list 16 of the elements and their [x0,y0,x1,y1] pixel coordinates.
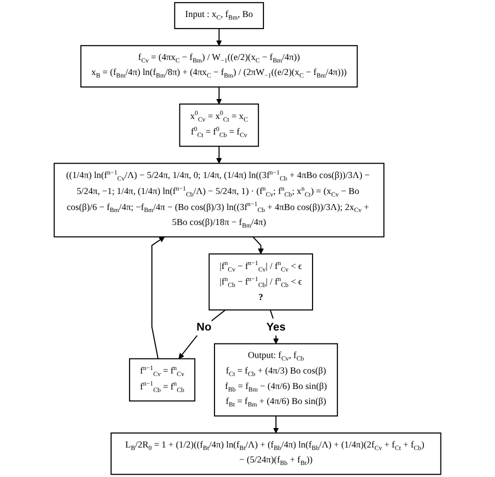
edge-label: No [196,320,212,333]
node-box: Input : x$_{C}$, f$_{Bm}$, Bo [174,2,264,30]
node-box: |f$^{n}$$_{Cv}$ − f$^{n−1}$$_{Cv}$| / f$^{n}$$_{Cv}$ < ϵ |f$^{n}$$_{Cb}$ − f$^{n−1}$$_{Cb}$| / f$^{n}$$_{Cb}$ < ϵ ? [208,253,314,310]
node-box: ((1/4π) ln(f$^{n−1}$$_{Cv}$/Λ) − 5/24π, 1/4π, 0; 1/4π, (1/4π) ln((3f$^{n−1}$$_{Cb}$ + 4πBo cos(β))/3Λ) − 5/24π, −1; 1/4π, (1/4π) ln(f$^{n−1}$$_{Cb}$/Λ) − 5/24π, 1) · (f$^{n}$$_{Cv}$; f$^{n}$$_{Cb}$; x$^{n}$$_{Ct}$) = (x$_{Cv}$ − Bo cos(β)/6 − f$_{Bm}$/4π; −f$_{Bm}$/4π − (Bo cos(β)/3) ln((3f$^{n−1}$$_{Cb}$ + 4πBo cos(β))/3Λ); 2x$_{Cv}$ + 5Bo cos(β)/18π − f$_{Bm}$/4π) [54,162,384,238]
edge-label: Yes [266,320,286,333]
arrow [216,86,222,104]
node-box: x$^{0}$$_{Cv}$ = x$^{0}$$_{Ct}$ = x$_{C}$ f$^{0}$$_{Ct}$ = f$^{0}$$_{Cb}$ = f$_{Cv}$ [179,104,259,147]
arrow [273,416,279,434]
arrow [178,310,226,359]
arrow [216,146,222,164]
arrow [151,236,165,359]
node-box: Output: f$_{Cv}$, f$_{Cb}$ f$_{Ct}$ = f$_{Cb}$ + (4π/3) Bo cos(β) f$_{Bb}$ = f$_{Bm}$ − (4π/6) Bo sin(β) f$_{Bt}$ = f$_{Bm}$ + (4π/6) Bo sin(β) [214,343,338,416]
node-box: L$_{B}$/2R$_{0}$ = 1 + (1/2)((f$_{Bt}$/4π) ln(f$_{Bt}$/Λ) + (f$_{Bb}$/4π) ln(f$_{Bb}$/Λ) + (1/4π)(2f$_{Cv}$ + f$_{Ct}$ + f$_{Cb}$) − (5/24π)(f$_{Bb}$ + f$_{Bt}$)) [110,432,442,475]
arrow [216,28,222,46]
node-box: f$_{Cv}$ = (4πx$_{C}$ − f$_{Bm}$) / W$_{−1}$((e/2)(x$_{C}$ − f$_{Bm}$/4π)) x$_{B}$ = (f$_{Bm}$/4π) ln(f$_{Bm}$/8π) + (4πx$_{C}$ − f$_{Bm}$) / (2πW$_{−1}$((e/2)(x$_{C}$ − f$_{Bm}$/4π))) [80,45,358,88]
arrow [252,236,264,254]
